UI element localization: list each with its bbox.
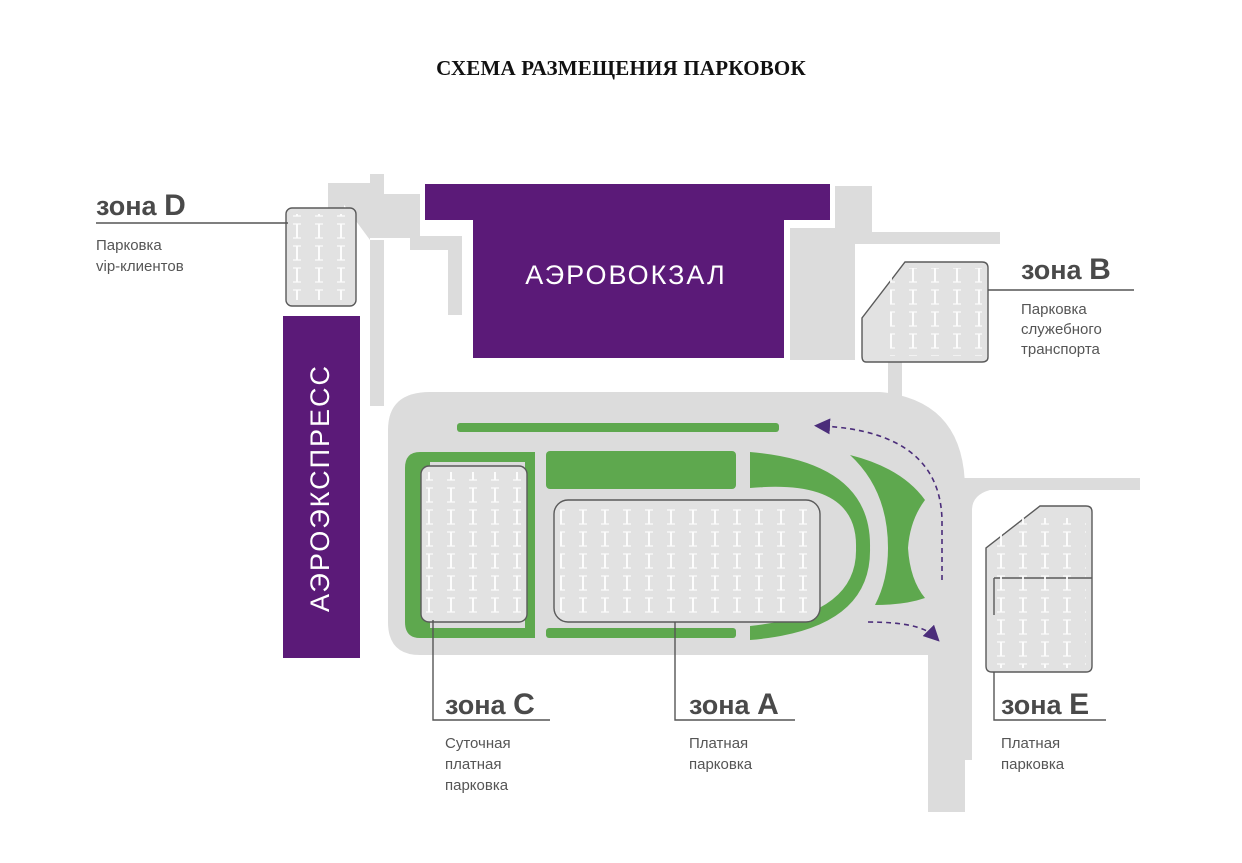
zone-d-desc-1: Парковка (96, 237, 162, 254)
zone-a-desc-1: Платная (689, 735, 748, 752)
zone-e-desc-1: Платная (1001, 735, 1060, 752)
road-west-link (370, 300, 384, 406)
parking-lots (285, 207, 1093, 673)
zone-b-desc-1: Парковка (1021, 301, 1087, 318)
zone-a-desc-2: парковка (689, 756, 753, 773)
traffic-arrows (814, 418, 943, 642)
svg-text:зона B: зона B (1021, 253, 1111, 286)
arrow-entry-curve (814, 418, 943, 580)
roundabout-small (377, 194, 413, 230)
road-zone-d-access (328, 174, 462, 315)
green-strip-top (457, 423, 779, 432)
terminal-label: АЭРОВОКЗАЛ (525, 260, 726, 290)
zone-label-b: зона B Парковка служебного транспорта (1021, 253, 1111, 358)
zone-d-word: зона (96, 191, 158, 221)
road-zone-b-access (790, 186, 1000, 360)
green-strip-bottom-a (546, 628, 736, 638)
aeroexpress-building (283, 316, 360, 658)
zone-e-letter: E (1069, 688, 1089, 721)
zone-c-desc-1: Суточная (445, 735, 511, 752)
zone-label-e: зона E Платная парковка (1001, 688, 1089, 773)
road-b-link (888, 360, 902, 408)
green-island (850, 455, 925, 605)
svg-text:зона D: зона D (96, 189, 186, 222)
zone-b-word: зона (1021, 255, 1083, 285)
zone-a-letter: A (757, 688, 779, 721)
buildings: АЭРОВОКЗАЛ АЭРОЭКСПРЕСС (283, 184, 830, 658)
aeroexpress-label: АЭРОЭКСПРЕСС (305, 364, 335, 612)
road-d-stub (328, 183, 344, 213)
zone-c-word: зона (445, 690, 507, 720)
svg-text:зона C: зона C (445, 688, 535, 721)
green-arc (750, 452, 871, 640)
zone-b-desc-3: транспорта (1021, 341, 1101, 358)
zone-label-c: зона C Суточная платная парковка (445, 688, 535, 794)
svg-text:зона A: зона A (689, 688, 779, 721)
zone-b-letter: B (1089, 253, 1111, 286)
green-frame-zone-c (405, 452, 535, 638)
svg-text:зона E: зона E (1001, 688, 1089, 721)
zone-e-desc-2: парковка (1001, 756, 1065, 773)
zone-d-letter: D (164, 189, 186, 222)
zone-b-desc-2: служебного (1021, 321, 1102, 338)
leader-lines (96, 222, 1134, 721)
zone-c-desc-2: платная (445, 756, 502, 773)
green-areas (405, 423, 925, 640)
terminal-building (425, 184, 830, 358)
zone-c-desc-3: парковка (445, 777, 509, 794)
zone-label-d: зона D Парковка vip-клиентов (96, 189, 186, 275)
zone-c-letter: C (513, 688, 535, 721)
zone-e-word: зона (1001, 690, 1063, 720)
arrow-exit (867, 621, 940, 642)
zone-d-desc-2: vip-клиентов (96, 258, 184, 275)
green-block-top-a (546, 451, 736, 489)
page-title: СХЕМА РАЗМЕЩЕНИЯ ПАРКОВОК (436, 56, 806, 80)
zone-a-word: зона (689, 690, 751, 720)
zone-label-a: зона A Платная парковка (689, 688, 779, 773)
